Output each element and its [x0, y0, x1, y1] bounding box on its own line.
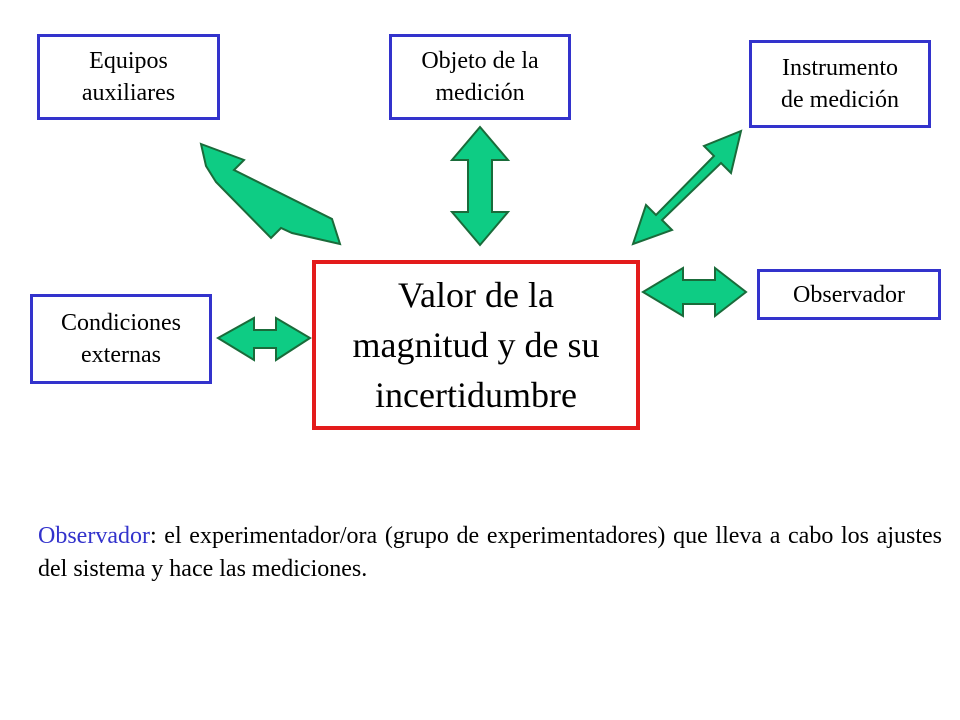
- node-valor-magnitud: Valor de la magnitud y de su incertidumb…: [312, 260, 640, 430]
- node-equipos-auxiliares-label: Equipos auxiliares: [81, 48, 176, 106]
- definition-term: Observador: [38, 523, 150, 549]
- node-valor-magnitud-label: Valor de la magnitud y de su incertidumb…: [352, 275, 600, 415]
- node-condiciones-externas-label: Condiciones externas: [61, 310, 181, 368]
- node-instrumento-medicion-label: Instrumento de medición: [781, 55, 899, 113]
- definition-paragraph: Observador: el experimentador/ora (grupo…: [38, 520, 942, 586]
- arrow-observador-centro: [641, 265, 748, 319]
- definition-text: : el experimentador/ora (grupo de experi…: [38, 523, 942, 582]
- arrow-instrumento-centro: [631, 129, 743, 246]
- arrow-condiciones-centro: [216, 316, 312, 362]
- arrow-objeto-centro: [449, 125, 511, 247]
- arrow-equipos-centro: [199, 142, 342, 246]
- node-condiciones-externas: Condiciones externas: [30, 294, 212, 384]
- node-observador: Observador: [757, 269, 941, 320]
- node-equipos-auxiliares: Equipos auxiliares: [37, 34, 220, 120]
- node-observador-label: Observador: [793, 281, 905, 308]
- node-objeto-medicion-label: Objeto de la medición: [421, 48, 539, 106]
- node-instrumento-medicion: Instrumento de medición: [749, 40, 931, 128]
- node-objeto-medicion: Objeto de la medición: [389, 34, 571, 120]
